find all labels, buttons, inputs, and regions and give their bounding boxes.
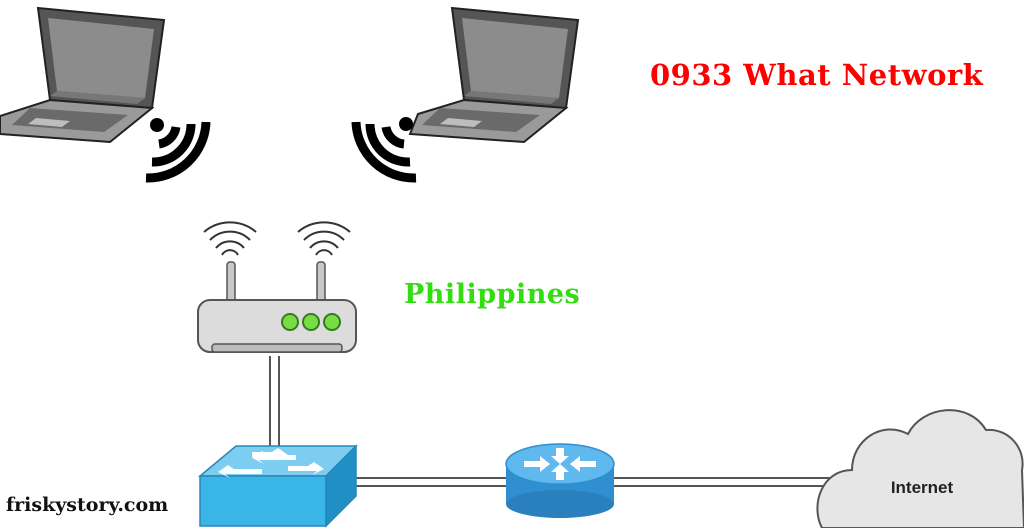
internet-label: Internet bbox=[890, 478, 954, 497]
internet-cloud-icon bbox=[816, 409, 1024, 528]
country-label: Philippines bbox=[404, 279, 581, 310]
website-watermark: friskystory.com bbox=[6, 494, 169, 516]
router-icon bbox=[505, 443, 615, 518]
wifi-signal-left-icon bbox=[145, 118, 211, 183]
laptop-right-icon bbox=[408, 6, 580, 144]
cable-switch-router bbox=[356, 477, 506, 487]
antenna-signal-right-icon bbox=[297, 221, 351, 256]
cable-router-internet bbox=[614, 477, 832, 487]
network-switch-icon bbox=[197, 444, 358, 528]
wireless-router-icon bbox=[197, 221, 357, 353]
antenna-signal-left-icon bbox=[203, 221, 257, 256]
laptop-left-icon bbox=[0, 6, 166, 144]
cable-router-switch bbox=[269, 356, 280, 452]
network-name-label: 0933 What Network bbox=[650, 58, 984, 92]
wifi-signal-right-icon bbox=[351, 117, 417, 183]
